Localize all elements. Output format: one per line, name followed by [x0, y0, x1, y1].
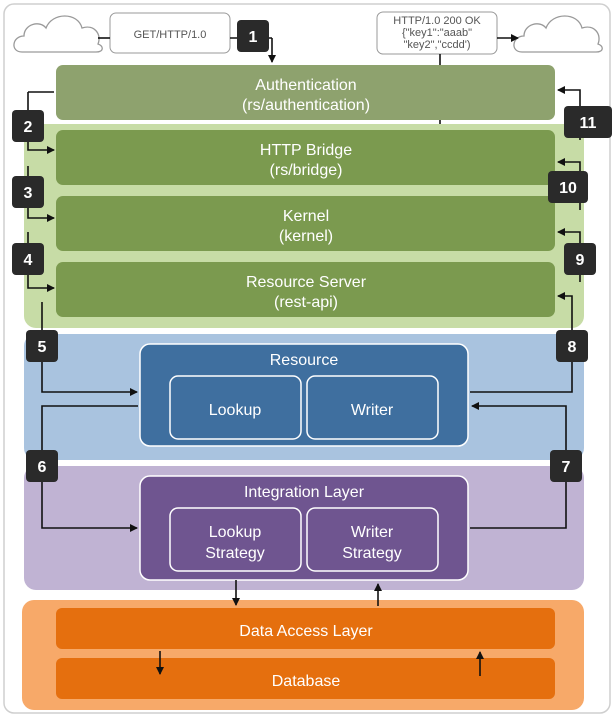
kernel-path: (kernel) [279, 228, 333, 245]
step-badge: 10 [548, 171, 588, 203]
lookup-strategy-box [169, 507, 302, 572]
request-note [109, 12, 231, 54]
step-number: 5 [38, 339, 47, 356]
writer-strategy-label: Strategy [342, 545, 402, 562]
cloud-icon [513, 15, 603, 53]
integration-title: Integration Layer [244, 484, 365, 501]
database-layer [56, 658, 555, 699]
lookup-strategy-label: Lookup [209, 524, 262, 541]
step-number: 4 [24, 252, 33, 269]
authentication-layer [56, 65, 555, 120]
response-line: "key2","ccdd') [403, 39, 470, 51]
step-badge: 6 [26, 450, 58, 482]
response-line: HTTP/1.0 200 OK [393, 15, 481, 27]
step-badge: 5 [26, 330, 58, 362]
step-badge: 9 [564, 243, 596, 275]
step-number: 3 [24, 185, 33, 202]
http-bridge-layer [56, 130, 555, 185]
step-number: 7 [562, 459, 571, 476]
resource-server-layer [56, 262, 555, 317]
writer-strategy-box [306, 507, 439, 572]
response-line: {"key1":"aaab" [402, 27, 472, 39]
authentication-title: Authentication [255, 77, 356, 94]
writer-label: Writer [351, 402, 394, 419]
data-access-layer [56, 608, 555, 649]
step-number: 10 [559, 180, 577, 197]
resource-server-path: (rest-api) [274, 294, 338, 311]
lookup-label: Lookup [209, 402, 262, 419]
step-number: 11 [580, 115, 597, 132]
step-badge: 3 [12, 176, 44, 208]
step-badge: 4 [12, 243, 44, 275]
kernel-layer [56, 196, 555, 251]
cloud-icon [13, 15, 103, 53]
step-badge: 7 [550, 450, 582, 482]
step-number: 6 [38, 459, 47, 476]
resource-title: Resource [270, 352, 339, 369]
lookup-box [169, 375, 302, 440]
resource-server-title: Resource Server [246, 274, 367, 291]
step-badge: 8 [556, 330, 588, 362]
writer-strategy-label: Writer [351, 524, 394, 541]
response-note [376, 11, 498, 55]
step-badge: 1 [237, 20, 269, 52]
kernel-title: Kernel [283, 208, 329, 225]
step-badge: 2 [12, 110, 44, 142]
step-number: 2 [24, 119, 33, 136]
authentication-path: (rs/authentication) [242, 97, 370, 114]
http-bridge-title: HTTP Bridge [260, 142, 352, 159]
step-badge: 11 [564, 106, 612, 138]
step-number: 1 [249, 29, 258, 46]
http-bridge-path: (rs/bridge) [270, 162, 343, 179]
writer-box [306, 375, 439, 440]
database-title: Database [272, 673, 341, 690]
lookup-strategy-label: Strategy [205, 545, 265, 562]
step-number: 9 [576, 252, 585, 269]
step-number: 8 [568, 339, 577, 356]
request-label: GET/HTTP/1.0 [134, 29, 207, 41]
data-access-title: Data Access Layer [239, 623, 373, 640]
